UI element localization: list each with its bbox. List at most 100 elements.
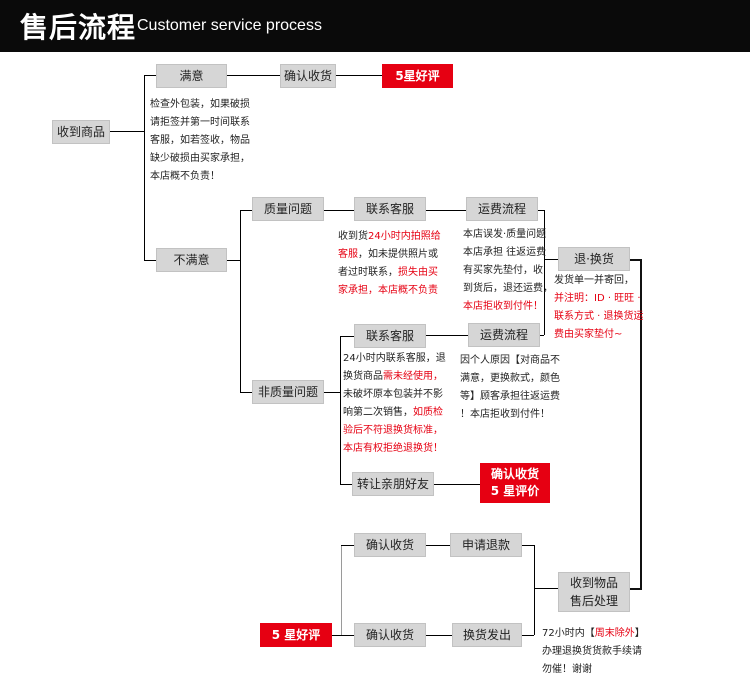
connector	[538, 335, 544, 336]
node-shipping-flow-2: 运费流程	[468, 323, 540, 347]
connector	[332, 635, 354, 636]
node-return-exchange: 退·换货	[558, 247, 630, 271]
note-line: ！本店拒收到付件！	[460, 409, 550, 420]
connector	[324, 392, 340, 393]
page-title: 售后流程	[20, 11, 137, 44]
note-line: 到货后，退还运费，	[463, 283, 553, 294]
node-non-quality-issue: 非质量问题	[252, 380, 324, 404]
note-line: 客服，如未提供照片或	[338, 246, 441, 264]
note-line: 换货商品需未经使用，	[343, 368, 446, 386]
connector	[240, 210, 252, 211]
connector	[544, 210, 545, 335]
note-line: 办理退换货货款手续请	[542, 646, 642, 657]
connector	[240, 210, 241, 392]
note-text-red: 周末除外	[594, 628, 635, 639]
note-line: 未破坏原本包装并不影	[343, 389, 443, 400]
note-line: 并注明：ID · 旺旺 ·	[554, 293, 641, 304]
connector	[340, 336, 341, 484]
note-line: 验后不符退换货标准，	[343, 425, 443, 436]
note-nonquality-cs: 24小时内联系客服，退 换货商品需未经使用， 未破坏原本包装并不影 响第二次销售…	[343, 350, 446, 458]
note-line: 缺少破损由买家承担，	[150, 153, 250, 164]
node-apply-refund: 申请退款	[450, 533, 522, 557]
connector	[630, 588, 642, 590]
connector	[144, 75, 156, 76]
note-text: 72小时内【	[542, 628, 595, 639]
note-quality-cs: 收到货24小时内拍照给 客服，如未提供照片或 者过时联系，损失由买 家承担，本店…	[338, 228, 441, 300]
connector	[426, 635, 452, 636]
connector	[227, 75, 280, 76]
node-received: 收到商品	[52, 120, 110, 144]
note-text: 换货商品	[343, 371, 383, 382]
connector	[227, 260, 240, 261]
connector	[341, 545, 354, 546]
note-line: 响第二次销售，如质检	[343, 404, 446, 422]
connector	[324, 210, 354, 211]
node-shipping-flow-1: 运费流程	[466, 197, 538, 221]
note-line: 24小时内联系客服，退	[343, 353, 446, 364]
note-return-exchange: 发货单一并寄回， 并注明：ID · 旺旺 · 联系方式 · 退换货运 费由买家垫…	[554, 272, 644, 344]
connector	[144, 260, 156, 261]
note-line: 联系方式 · 退换货运	[554, 311, 644, 322]
note-line: 本店拒收到付件！	[463, 301, 543, 312]
connector	[426, 210, 466, 211]
page-subtitle: Customer service process	[137, 17, 322, 34]
connector	[144, 75, 145, 260]
note-text-red: 如质检	[413, 407, 443, 418]
connector	[240, 392, 252, 393]
node-contact-cs-1: 联系客服	[354, 197, 426, 221]
note-line: 满意，更换款式，颜色	[460, 373, 560, 384]
connector	[522, 635, 534, 636]
connector	[522, 545, 534, 546]
connector	[544, 259, 558, 260]
note-line: 有买家先垫付，收	[463, 265, 543, 276]
note-line: 客服，如若签收，物品	[150, 135, 250, 146]
note-text: ，如未提供照片或	[358, 249, 438, 260]
note-bottom: 72小时内【周末除外】 办理退换货货款手续请 勿催！谢谢	[542, 625, 645, 679]
node-five-star-top: 5星好评	[382, 64, 453, 88]
note-line: 72小时内【周末除外】	[542, 625, 645, 643]
connector	[340, 484, 352, 485]
node-confirm-receipt-bottom: 确认收货	[354, 623, 426, 647]
note-line: 检查外包装，如果破损	[150, 99, 250, 110]
note-text: 者过时联系，	[338, 267, 398, 278]
connector	[538, 210, 544, 211]
note-inspect: 检查外包装，如果破损 请拒签并第一时间联系 客服，如若签收，物品 缺少破损由买家…	[150, 96, 250, 186]
note-text: 】	[634, 628, 645, 639]
node-satisfied: 满意	[156, 64, 227, 88]
note-line: 家承担，本店概不负责	[338, 285, 438, 296]
note-line: 本店概不负责！	[150, 171, 220, 182]
connector	[340, 336, 354, 337]
header-bar: 售后流程 Customer service process	[0, 0, 750, 52]
note-text-red: 需未经使用，	[383, 371, 443, 382]
node-exchange-ship: 换货发出	[452, 623, 522, 647]
note-text-red: 损失由买	[398, 267, 438, 278]
note-line: 收到货24小时内拍照给	[338, 228, 441, 246]
note-text-red: 24小时内拍照给	[368, 231, 441, 242]
connector	[640, 259, 642, 589]
after-sales-line1: 收到物品	[569, 576, 618, 590]
connector	[434, 484, 480, 485]
connector	[630, 259, 641, 261]
node-transfer-friends: 转让亲朋好友	[352, 472, 434, 496]
confirm-five-star-line1: 确认收货	[490, 467, 539, 481]
note-text-red: 客服	[338, 249, 358, 260]
node-unsatisfied: 不满意	[156, 248, 227, 272]
node-five-star-bottom: 5 星好评	[260, 623, 332, 647]
confirm-five-star-line2: 5 星评价	[490, 484, 540, 498]
connector	[110, 131, 144, 132]
node-after-sales: 收到物品 售后处理	[558, 572, 630, 612]
note-line: 本店承担 往返运费	[463, 247, 547, 258]
node-confirm-five-star: 确认收货 5 星评价	[480, 463, 550, 503]
note-line: 请拒签并第一时间联系	[150, 117, 250, 128]
note-quality-shipping: 本店误发·质量问题 本店承担 往返运费 有买家先垫付，收 到货后，退还运费， 本…	[463, 226, 553, 316]
note-line: 本店有权拒绝退换货！	[343, 443, 443, 454]
note-line: 等】顾客承担往返运费	[460, 391, 560, 402]
after-sales-line2: 售后处理	[569, 594, 618, 608]
note-line: 勿催！谢谢	[542, 664, 592, 675]
note-line: 发货单一并寄回，	[554, 275, 634, 286]
connector	[534, 545, 535, 635]
connector	[426, 545, 450, 546]
node-confirm-receipt-mid: 确认收货	[354, 533, 426, 557]
connector	[336, 75, 382, 76]
node-confirm-receipt-top: 确认收货	[280, 64, 336, 88]
